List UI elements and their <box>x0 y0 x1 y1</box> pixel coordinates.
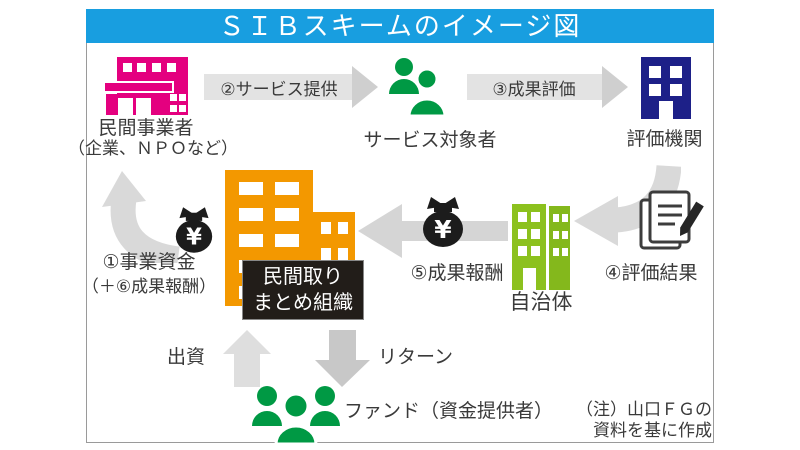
shop-building-icon <box>103 57 188 115</box>
arrow-investment <box>223 330 271 387</box>
outcome-payment-label: ⑤成果報酬 <box>410 263 504 284</box>
arrow-outcome-evaluation <box>467 66 628 108</box>
up-arrow-icon <box>223 330 271 387</box>
outcome-evaluation-label: ③成果評価 <box>492 80 576 99</box>
svg-text:¥: ¥ <box>186 225 202 251</box>
investment-label: 出資 <box>166 347 205 368</box>
title-bar: ＳＩＢスキームのイメージ図 <box>86 9 714 43</box>
curved-up-arrow-icon <box>102 171 180 263</box>
right-arrow-icon <box>467 66 628 108</box>
office-building-icon <box>641 57 691 119</box>
service-recipients-label: サービス対象者 <box>363 130 497 151</box>
arrow-service-provision <box>204 66 378 108</box>
right-arrow-icon <box>204 66 378 108</box>
evaluation-agency-label: 評価機関 <box>626 129 703 150</box>
intermediary-label-box: 民間取り まとめ組織 <box>242 260 364 320</box>
service-provision-label: ②サービス提供 <box>220 80 338 99</box>
source-note-line1: （注）山口ＦＧの <box>576 400 712 419</box>
private-operator-subtitle: （企業、ＮＰＯなど） <box>68 139 238 158</box>
people-trio-icon <box>252 384 340 444</box>
fund-label: ファンド（資金提供者） <box>344 401 554 422</box>
intermediary-label-line2: まとめ組織 <box>253 292 353 314</box>
money-bag-icon: ¥ <box>421 196 465 248</box>
svg-text:¥: ¥ <box>434 215 452 244</box>
private-operator-label: 民間事業者 <box>98 118 194 139</box>
money-bag-icon: ¥ <box>174 206 214 254</box>
business-funds-label: ①事業資金 <box>102 252 196 273</box>
down-arrow-icon <box>315 330 370 387</box>
curved-arrow-business-funds <box>96 171 191 263</box>
evaluation-result-label: ④評価結果 <box>604 263 698 284</box>
arrow-return <box>315 330 370 387</box>
municipality-label: 自治体 <box>509 291 573 314</box>
people-pair-icon <box>387 57 447 117</box>
municipality-building-icon <box>512 204 570 290</box>
return-label: リターン <box>378 347 454 368</box>
diagram-title: ＳＩＢスキームのイメージ図 <box>218 11 582 41</box>
document-pencil-icon <box>638 190 704 252</box>
business-funds-sublabel: （＋⑥成果報酬） <box>81 277 217 296</box>
intermediary-label-line1: 民間取り <box>263 266 343 288</box>
source-note-line2: 資料を基に作成 <box>593 421 712 440</box>
